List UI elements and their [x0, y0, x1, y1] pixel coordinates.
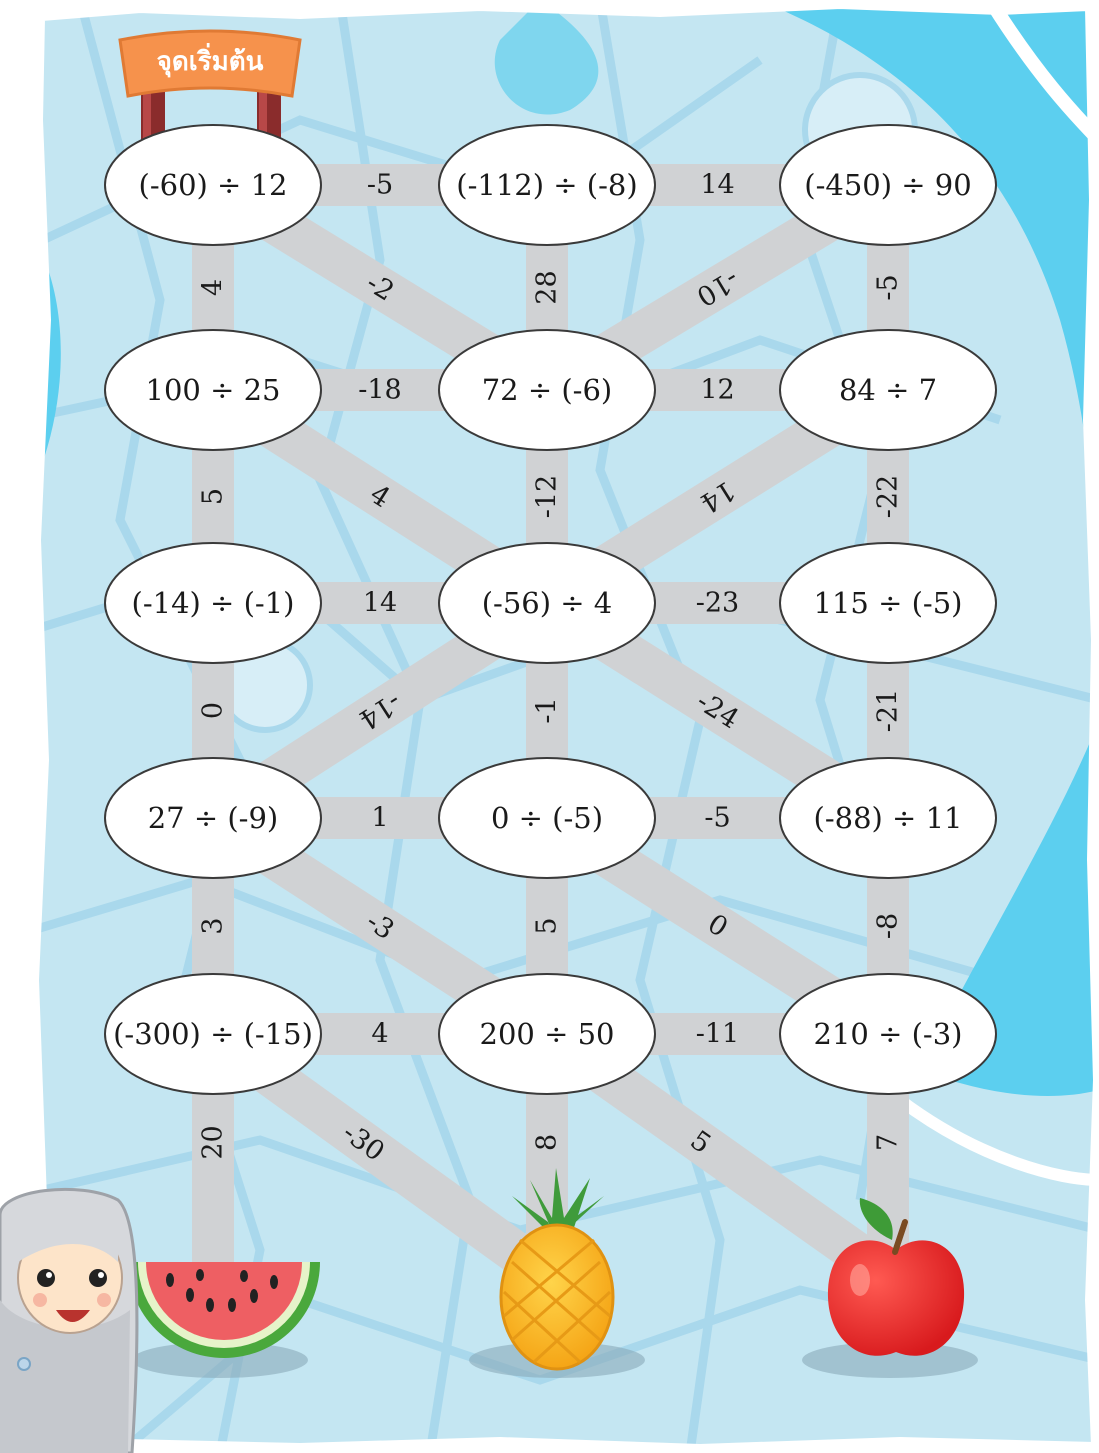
road-label: 14 — [363, 588, 397, 619]
maze-node[interactable]: (-112) ÷ (-8) — [439, 125, 655, 245]
road-label: -22 — [873, 475, 904, 518]
maze-node[interactable]: 210 ÷ (-3) — [780, 974, 996, 1094]
road-label: 4 — [371, 1019, 388, 1050]
road-label: 8 — [532, 1134, 563, 1151]
road-label: -18 — [358, 375, 401, 406]
road-label: -8 — [873, 913, 904, 939]
node-expression: (-450) ÷ 90 — [804, 168, 971, 202]
road-label: -1 — [532, 697, 563, 723]
maze-node[interactable]: 100 ÷ 25 — [105, 330, 321, 450]
node-expression: (-88) ÷ 11 — [814, 801, 963, 835]
road-label: -5 — [873, 274, 904, 300]
road-label: -12 — [532, 475, 563, 518]
maze-node[interactable]: 84 ÷ 7 — [780, 330, 996, 450]
node-expression: (-60) ÷ 12 — [139, 168, 288, 202]
maze-node[interactable]: (-60) ÷ 12 — [105, 125, 321, 245]
maze-node[interactable]: 115 ÷ (-5) — [780, 543, 996, 663]
road-label: 4 — [198, 279, 229, 296]
road-label: 7 — [873, 1134, 904, 1151]
road-label: 14 — [700, 170, 734, 201]
node-expression: 84 ÷ 7 — [839, 373, 937, 407]
road-label: 0 — [198, 702, 229, 719]
node-expression: (-14) ÷ (-1) — [132, 586, 295, 620]
node-expression: 72 ÷ (-6) — [482, 373, 613, 407]
road-label: 12 — [700, 375, 734, 406]
road-label: -5 — [367, 170, 393, 201]
node-expression: 210 ÷ (-3) — [814, 1017, 963, 1051]
node-expression: 27 ÷ (-9) — [148, 801, 279, 835]
node-expression: 100 ÷ 25 — [146, 373, 281, 407]
maze-node[interactable]: (-450) ÷ 90 — [780, 125, 996, 245]
road-label: -11 — [696, 1019, 739, 1050]
road-label: 28 — [532, 270, 563, 304]
road-label: -5 — [704, 803, 730, 834]
girl-character-icon — [0, 1189, 137, 1453]
road-label: -23 — [696, 588, 739, 619]
node-expression: (-112) ÷ (-8) — [456, 168, 637, 202]
maze-node[interactable]: 0 ÷ (-5) — [439, 758, 655, 878]
maze-node[interactable]: 200 ÷ 50 — [439, 974, 655, 1094]
road-label: 20 — [198, 1125, 229, 1159]
road-label: -21 — [873, 689, 904, 732]
road-label: 1 — [371, 803, 388, 834]
maze-node[interactable]: (-88) ÷ 11 — [780, 758, 996, 878]
maze-node[interactable]: 72 ÷ (-6) — [439, 330, 655, 450]
node-expression: 0 ÷ (-5) — [491, 801, 603, 835]
maze-node[interactable]: 27 ÷ (-9) — [105, 758, 321, 878]
node-expression: 200 ÷ 50 — [480, 1017, 615, 1051]
node-expression: 115 ÷ (-5) — [814, 586, 963, 620]
road-label: 3 — [198, 917, 229, 934]
road-label: 5 — [198, 488, 229, 505]
road-label: 5 — [532, 917, 563, 934]
node-expression: (-56) ÷ 4 — [482, 586, 613, 620]
maze-node[interactable]: (-14) ÷ (-1) — [105, 543, 321, 663]
watermelon-icon[interactable] — [128, 1262, 320, 1378]
maze-node[interactable]: (-300) ÷ (-15) — [105, 974, 321, 1094]
start-sign-label: จุดเริ่มต้น — [157, 42, 264, 78]
maze-node[interactable]: (-56) ÷ 4 — [439, 543, 655, 663]
node-expression: (-300) ÷ (-15) — [113, 1017, 313, 1051]
